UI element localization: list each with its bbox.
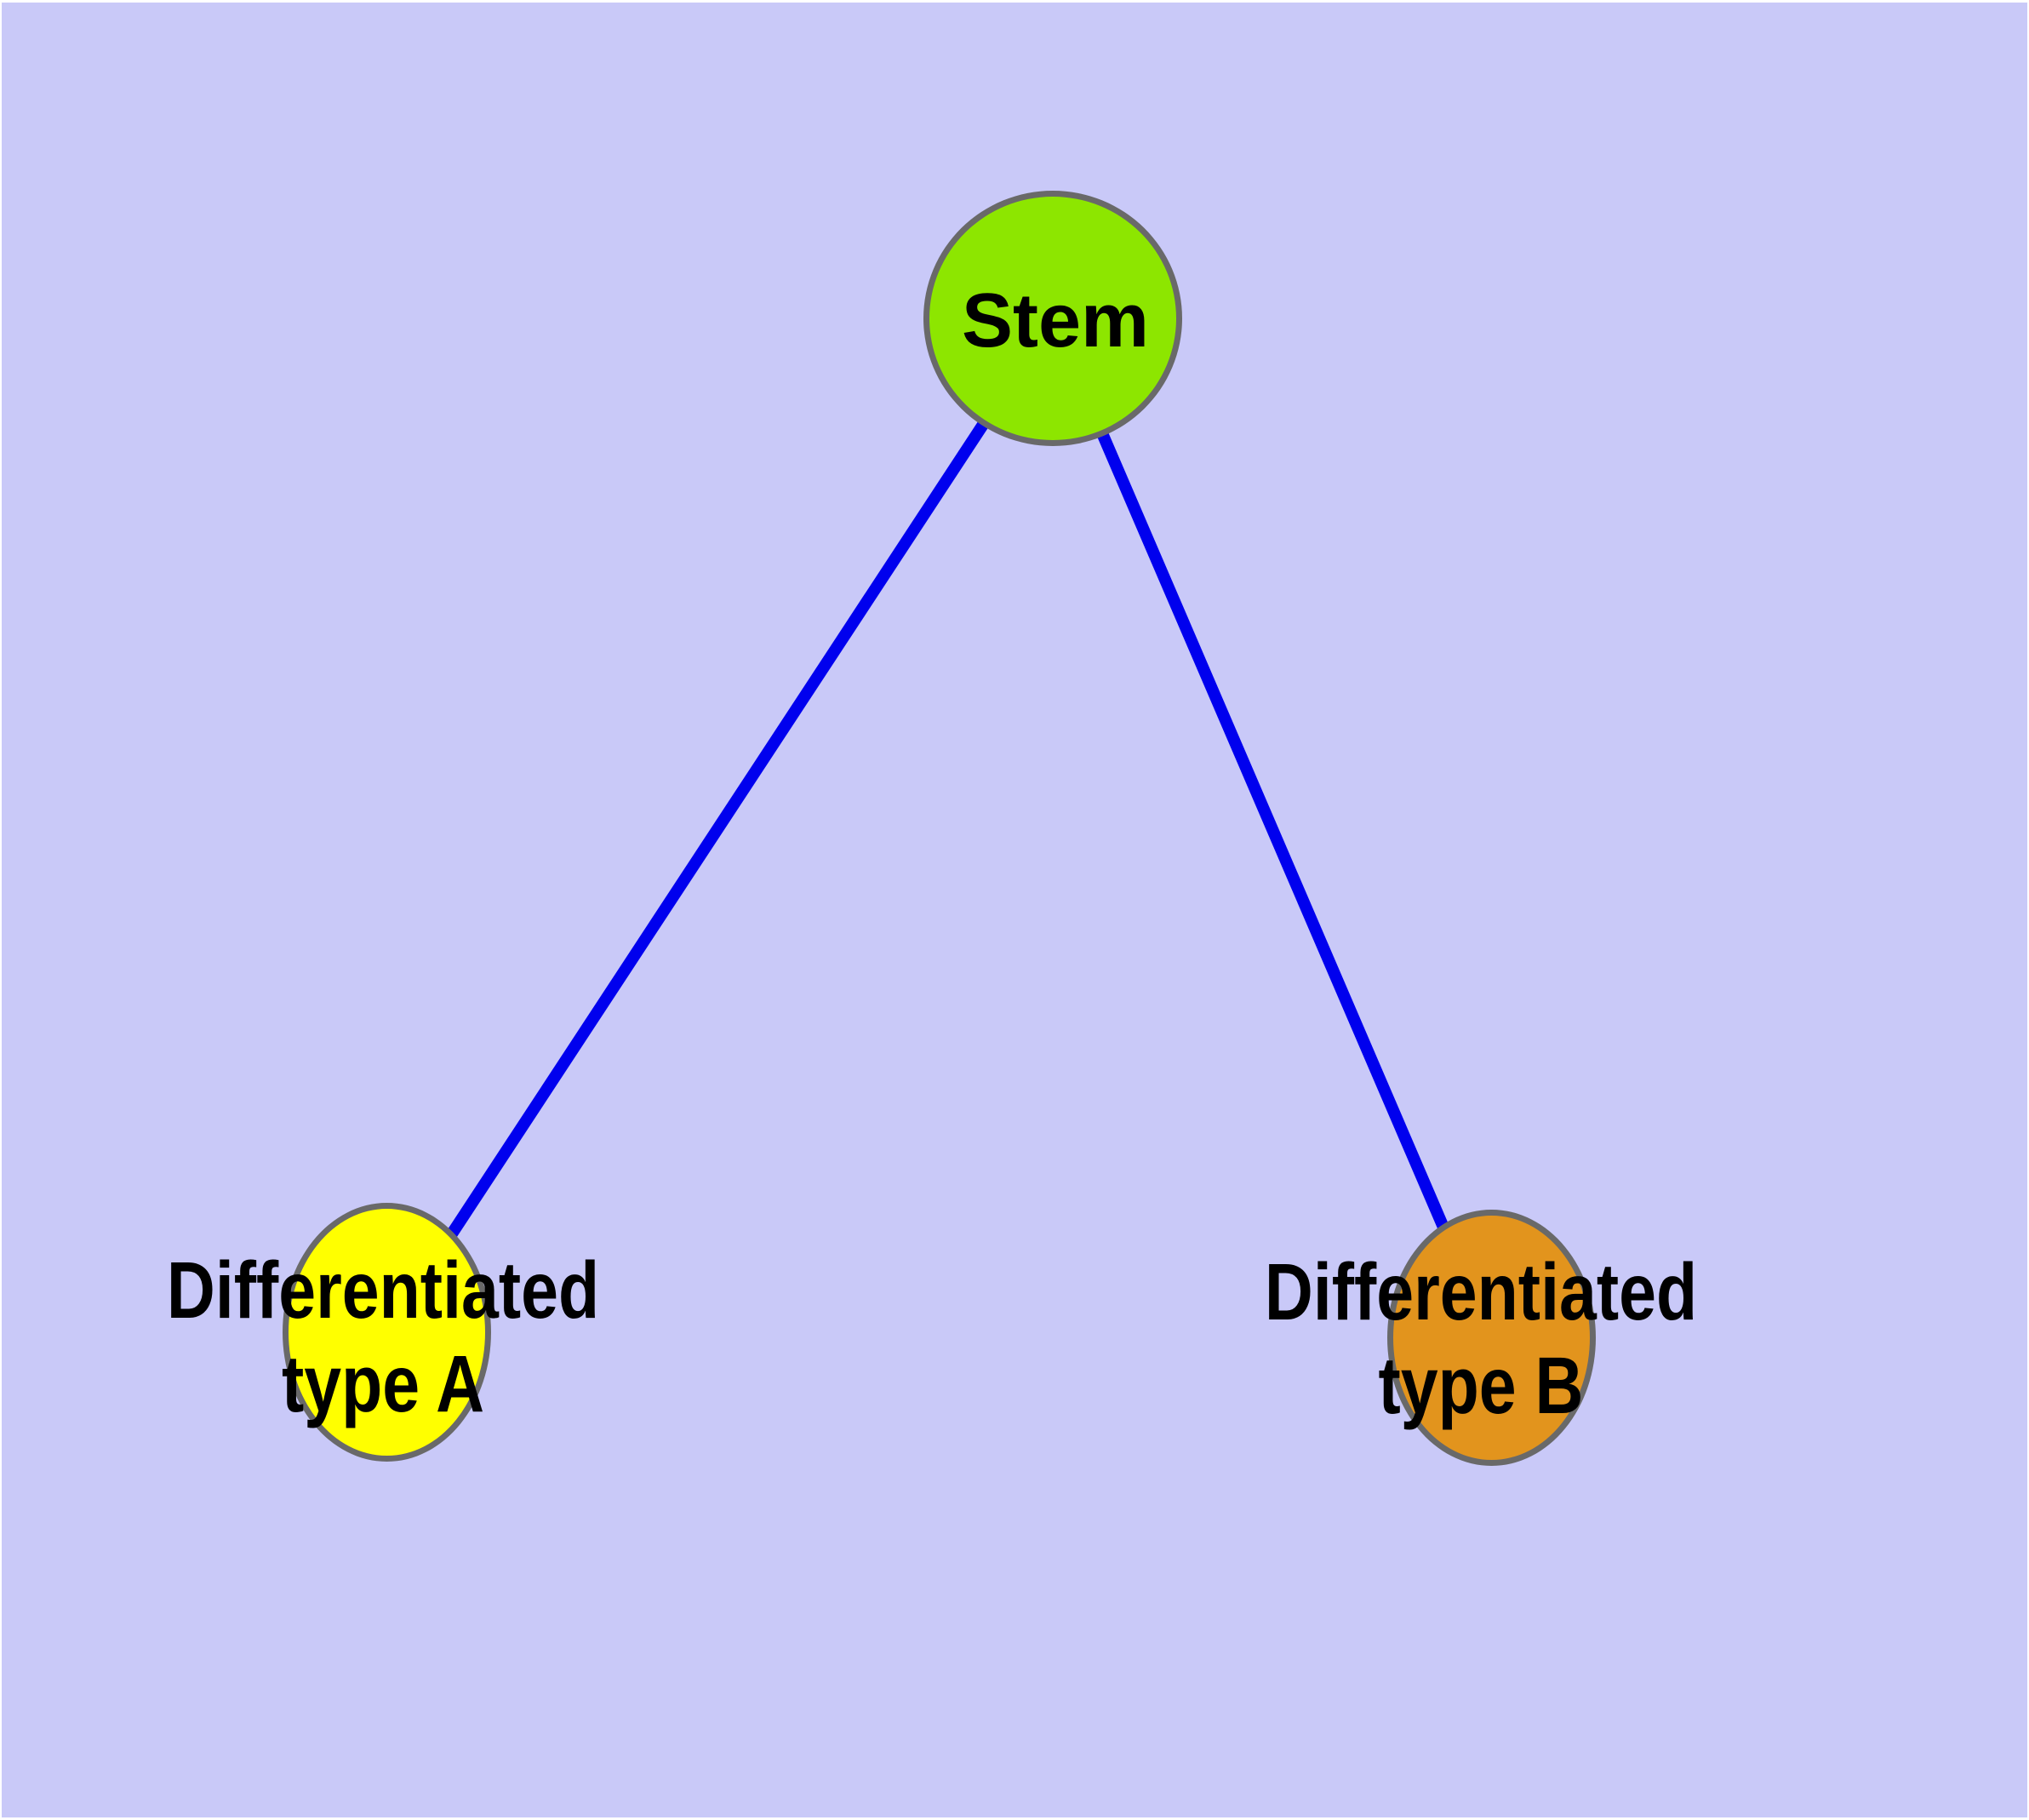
edge-stem-to-type-b [1047, 316, 1497, 1341]
node-differentiated-type-b-label: Differentiated type B [1265, 1245, 1697, 1433]
label-line-1: Differentiated [1264, 1247, 1698, 1337]
node-differentiated-type-a [283, 1203, 491, 1462]
label-line-2: type B [1378, 1341, 1584, 1431]
node-differentiated-type-a-label: Differentiated type A [167, 1244, 599, 1431]
node-stem [923, 191, 1182, 446]
edge-stem-to-type-a [382, 315, 1058, 1336]
label-line-1: Differentiated [166, 1245, 600, 1336]
label-line-2: type A [281, 1339, 485, 1429]
node-differentiated-type-b [1387, 1210, 1596, 1466]
node-stem-label: Stem [961, 278, 1150, 363]
diagram-canvas: Stem Differentiated type A Differentiate… [2, 3, 2027, 1817]
edges-layer [382, 315, 1497, 1341]
